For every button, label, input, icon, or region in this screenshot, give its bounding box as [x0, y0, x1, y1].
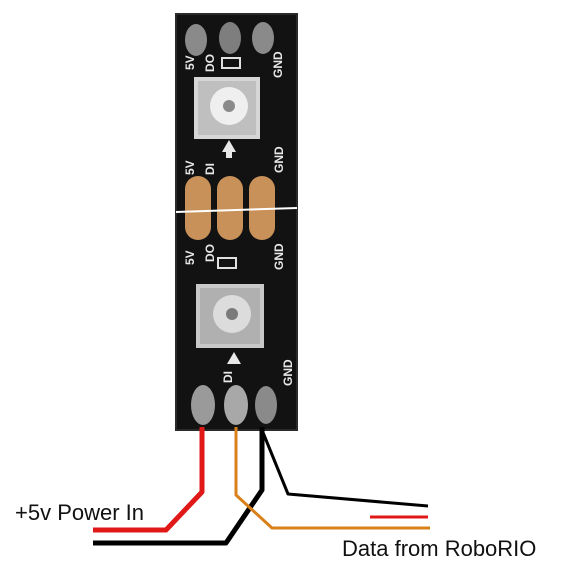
silk-5v-top: 5V — [183, 55, 197, 70]
silk-5v-lower: 5V — [183, 250, 197, 265]
silk-5v-mid: 5V — [183, 160, 197, 175]
silk-gnd-lower: GND — [272, 243, 286, 270]
silk-gnd-mid: GND — [272, 146, 286, 173]
smd-component-top — [221, 57, 241, 69]
power-in-label: +5v Power In — [15, 500, 145, 525]
cut-pads — [175, 176, 298, 240]
direction-arrow-top-icon — [222, 140, 236, 152]
led-chip-top — [194, 77, 260, 139]
data-from-roborio-label: Data from RoboRIO — [342, 536, 537, 561]
top-solder-do — [219, 22, 241, 54]
silk-do-lower: DO — [203, 244, 217, 262]
led-strip-pcb: 5V DO GND 5V DI GND 5V DO GND DI GND — [175, 13, 298, 431]
top-solder-5v — [185, 24, 207, 56]
smd-component-bottom — [217, 257, 237, 269]
silk-gnd-top: GND — [271, 51, 285, 78]
cut-line — [175, 207, 298, 213]
silk-do-top: DO — [203, 54, 217, 72]
silk-di-bottom: DI — [221, 371, 235, 383]
silk-gnd-bottom: GND — [281, 359, 295, 386]
direction-arrow-bottom-icon — [227, 352, 241, 364]
ground-wire-to-roborio — [260, 429, 429, 508]
silk-di-mid: DI — [203, 163, 217, 175]
ground-wire — [93, 427, 265, 546]
top-solder-gnd — [252, 22, 274, 54]
led-chip-bottom — [196, 284, 264, 348]
bottom-solder-5v — [191, 385, 215, 425]
data-wire — [234, 427, 430, 530]
wires — [93, 427, 430, 546]
bottom-solder-gnd — [255, 386, 277, 424]
power-wire — [93, 427, 205, 533]
bottom-solder-di — [224, 385, 248, 425]
